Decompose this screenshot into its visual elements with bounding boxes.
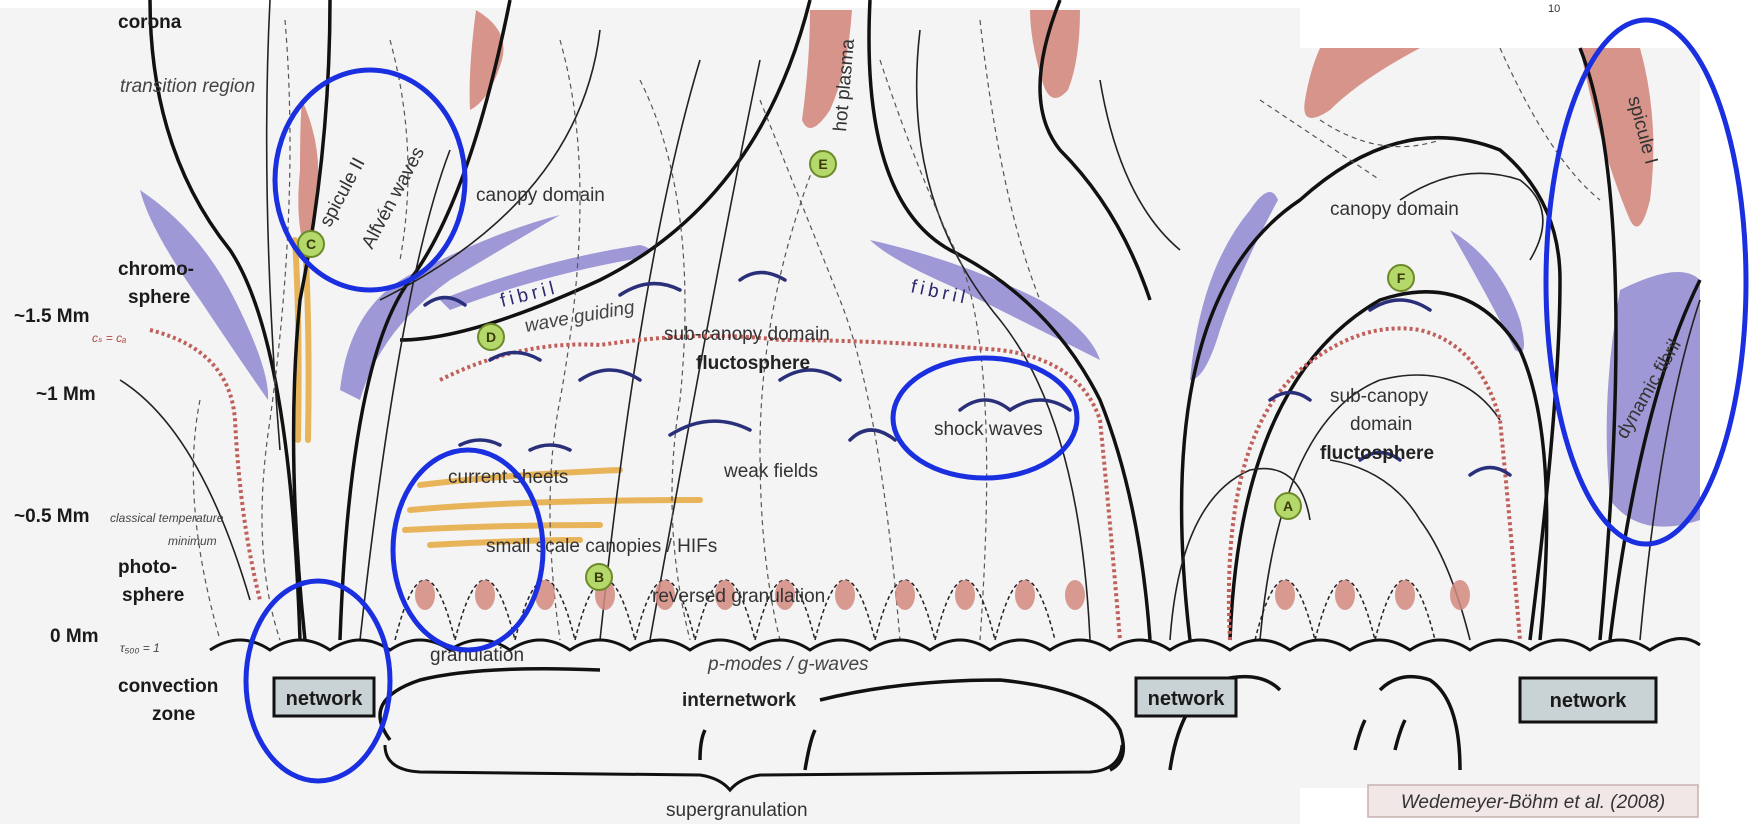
fluctosphere-right-label: fluctosphere — [1320, 443, 1434, 464]
sub-canopy-right-label-2: domain — [1350, 414, 1412, 435]
small-scale-canopies-label: small scale canopies / HIFs — [486, 536, 717, 557]
citation-label: Wedemeyer-Böhm et al. (2008) — [1401, 792, 1665, 813]
network-center-label: network — [1148, 688, 1226, 710]
chromosphere-label-2: sphere — [128, 287, 190, 308]
marker-A: A — [1275, 493, 1301, 519]
canopy-domain-left-label: canopy domain — [476, 185, 605, 206]
marker-B: B — [586, 564, 612, 590]
chromosphere-label-1: chromo- — [118, 259, 194, 280]
temperature-minimum-label-2: minimum — [168, 534, 217, 548]
height-0-5-label: ~0.5 Mm — [14, 506, 90, 527]
network-right-label: network — [1550, 690, 1628, 712]
weak-fields-label: weak fields — [723, 461, 818, 482]
marker-D: D — [478, 324, 504, 350]
citation-box: Wedemeyer-Böhm et al. (2008) — [1368, 785, 1698, 817]
canopy-domain-right-label: canopy domain — [1330, 199, 1459, 220]
page-number: 10 — [1548, 3, 1560, 15]
marker-E-label: E — [818, 156, 827, 172]
photosphere-label-1: photo- — [118, 557, 177, 578]
network-box-center: network — [1136, 678, 1236, 716]
p-modes-label: p-modes / g-waves — [707, 654, 869, 675]
photosphere-label-2: sphere — [122, 585, 184, 606]
marker-B-label: B — [594, 569, 604, 585]
supergranulation-label: supergranulation — [666, 800, 808, 821]
transition-region-label: transition region — [120, 76, 255, 97]
cs-ca-label: cₛ = cₐ — [92, 331, 126, 345]
current-sheets-label: current sheets — [448, 467, 568, 488]
height-0-label: 0 Mm — [50, 626, 99, 647]
fluctosphere-label: fluctosphere — [696, 353, 810, 374]
network-box-right: network — [1520, 678, 1656, 722]
convection-zone-label-2: zone — [152, 704, 195, 725]
marker-F-label: F — [1397, 270, 1406, 286]
corona-label: corona — [118, 12, 182, 33]
height-1-label: ~1 Mm — [36, 384, 96, 405]
marker-E: E — [810, 151, 836, 177]
convection-zone-label-1: convection — [118, 676, 218, 697]
height-1-5-label: ~1.5 Mm — [14, 306, 90, 327]
sub-canopy-domain-label: sub-canopy domain — [664, 324, 830, 345]
temperature-minimum-label-1: classical temperature — [110, 511, 224, 525]
network-box-left: network — [274, 678, 374, 716]
marker-C-label: C — [306, 236, 316, 252]
shock-waves-label: shock waves — [934, 419, 1043, 440]
internetwork-label: internetwork — [682, 690, 796, 711]
marker-F: F — [1388, 265, 1414, 291]
tau-label: τ₅₀₀ = 1 — [120, 641, 160, 655]
reversed-granulation-label: reversed granulation — [652, 586, 825, 607]
marker-A-label: A — [1283, 498, 1293, 514]
network-left-label: network — [286, 688, 364, 710]
sub-canopy-right-label-1: sub-canopy — [1330, 386, 1429, 407]
marker-D-label: D — [486, 329, 496, 345]
